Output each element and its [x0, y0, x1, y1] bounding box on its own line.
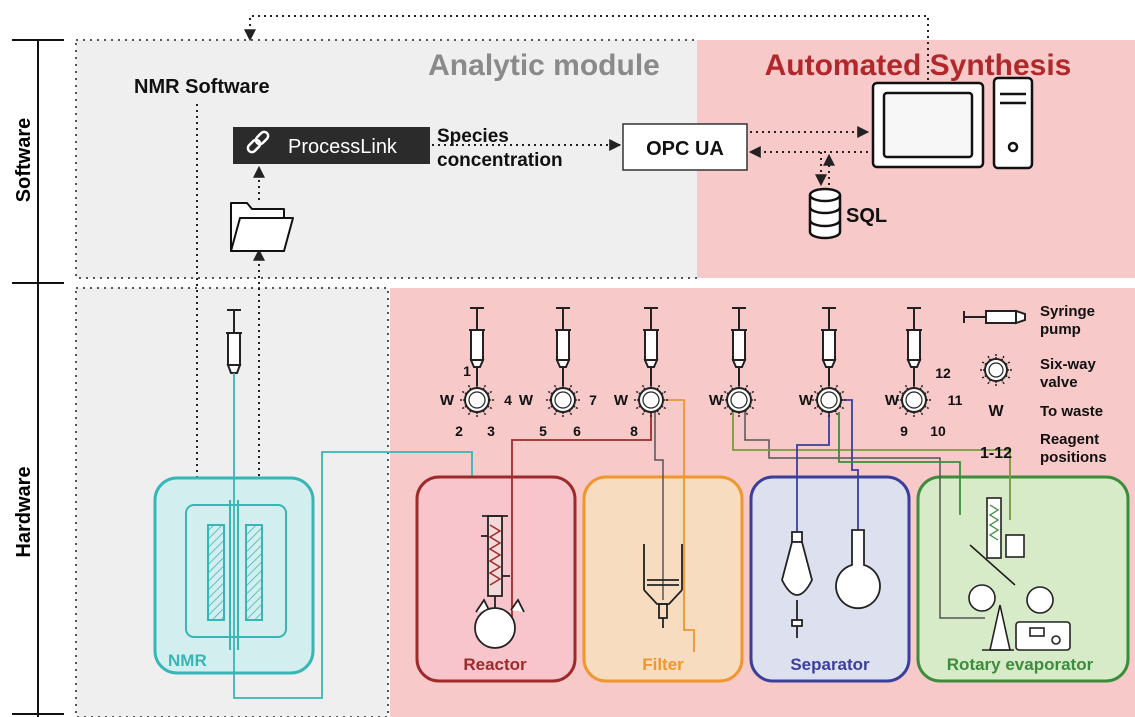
round-flask-icon	[835, 529, 881, 609]
valve-label-w1: W	[440, 392, 455, 409]
sql-label: SQL	[846, 205, 887, 227]
left-axis	[12, 39, 64, 717]
folder-icon	[230, 202, 294, 252]
legend-syringe-line1: Syringe	[1040, 303, 1095, 320]
filter-flow-line	[659, 399, 695, 652]
valve-label-2: 2	[455, 423, 463, 439]
valve-label-1: 1	[463, 363, 471, 379]
reactor-flask-icon	[474, 515, 525, 649]
legend-reagent-symbol: 1-12	[980, 445, 1012, 462]
valve-label-9: 9	[900, 423, 908, 439]
opc-ua-box[interactable]	[622, 123, 748, 171]
syringe-pump-2	[555, 307, 571, 386]
filter-waste-line	[654, 412, 664, 600]
valve-label-w5: W	[799, 392, 814, 409]
six-way-valve-6	[897, 383, 931, 417]
automated-synthesis-title: Automated Synthesis	[765, 49, 1072, 82]
processlink-label: ProcessLink	[288, 136, 398, 158]
legend-valve-line2: valve	[1040, 374, 1078, 391]
legend-waste-text: To waste	[1040, 403, 1103, 420]
rotary-evaporator-icon	[968, 497, 1071, 651]
valve-label-7: 7	[589, 392, 597, 408]
six-way-valve-5	[812, 383, 846, 417]
nmr-magnet-body	[185, 504, 287, 638]
legend-reagent-line1: Reagent	[1040, 431, 1099, 448]
six-way-valve-2	[546, 383, 580, 417]
legend-reagent-line2: positions	[1040, 449, 1107, 466]
feedback-line	[244, 15, 929, 140]
rotary-label: Rotary evaporator	[947, 655, 1094, 674]
reactor-flow-line	[511, 412, 652, 620]
valve-label-12: 12	[935, 365, 951, 381]
syringe-pump-1	[469, 307, 485, 386]
valve-label-6: 6	[573, 423, 581, 439]
syringe-pump-6	[906, 307, 922, 386]
rotary-module[interactable]	[916, 475, 1130, 683]
valve-label-w4: W	[709, 392, 724, 409]
hardware-axis-label: Hardware	[13, 466, 35, 557]
nmr-coil-right	[245, 524, 263, 621]
reactor-label: Reactor	[463, 655, 527, 674]
separator-flow-line-a	[744, 412, 985, 619]
monitor-icon	[871, 81, 985, 169]
nmr-software-label: NMR Software	[134, 76, 270, 98]
valves-layer	[460, 307, 931, 417]
syringe-pump-5	[821, 307, 837, 386]
valve-label-w3: W	[614, 392, 629, 409]
legend-syringe-line2: pump	[1040, 321, 1081, 338]
nmr-module-label: NMR	[168, 651, 207, 670]
opc-ua-label: OPC UA	[646, 138, 724, 160]
separator-flow-line-b	[732, 400, 1011, 520]
rotary-flow-line	[838, 412, 961, 515]
valve-label-4: 4	[504, 392, 512, 408]
valve-label-8: 8	[630, 423, 638, 439]
legend-waste-symbol: W	[988, 403, 1004, 420]
nmr-syringe	[226, 309, 242, 374]
species-label: Species	[437, 126, 509, 147]
legend-syringe-icon	[963, 309, 1026, 325]
legend-valve-icon	[980, 354, 1012, 386]
valve-label-5: 5	[539, 423, 547, 439]
legend-six-way-valve	[980, 354, 1012, 386]
link-icon	[246, 130, 270, 154]
syringe-pump-4	[731, 307, 747, 386]
valve-label-w2: W	[519, 392, 534, 409]
valve-label-11: 11	[948, 392, 963, 408]
syringe-pump-3	[643, 307, 659, 386]
nmr-coil-left	[207, 524, 225, 621]
separator-label: Separator	[790, 655, 870, 674]
six-way-valve-3	[634, 383, 668, 417]
legend-valve-line1: Six-way	[1040, 356, 1097, 373]
computer-tower-icon	[992, 76, 1034, 170]
analytic-module-title: Analytic module	[428, 49, 660, 82]
valve-label-10: 10	[930, 423, 946, 439]
filter-funnel-icon	[643, 544, 683, 628]
separator-blue-line	[841, 399, 859, 530]
concentration-label: concentration	[437, 150, 563, 171]
separator-funnel-line	[796, 412, 830, 532]
separator-module[interactable]	[749, 475, 911, 683]
separatory-funnel-icon	[781, 531, 813, 638]
valve-label-3: 3	[487, 423, 495, 439]
filter-label: Filter	[642, 655, 684, 674]
six-way-valve-4	[722, 383, 756, 417]
database-icon	[808, 187, 842, 240]
valve-label-w6: W	[885, 392, 900, 409]
software-axis-label: Software	[13, 118, 35, 202]
six-way-valve-1	[460, 383, 494, 417]
